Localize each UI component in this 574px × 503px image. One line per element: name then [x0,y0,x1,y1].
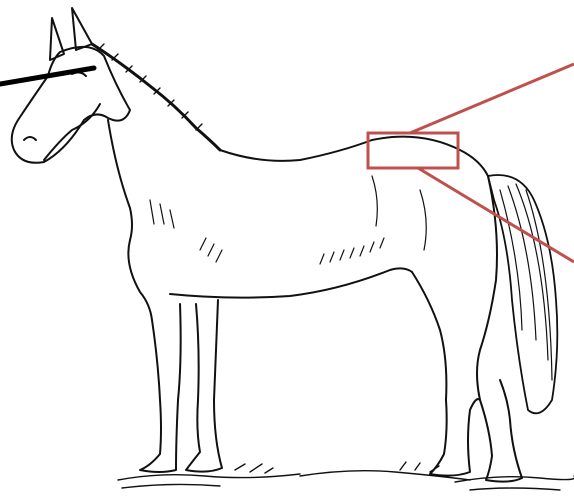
flank-hatching [320,238,384,264]
ear-right [72,8,92,50]
hip-contour [372,176,426,250]
jaw-line [44,104,100,160]
back-line [220,137,488,176]
neck-front [108,120,132,240]
head-pointer-line [0,68,94,84]
ear-left [50,18,64,60]
foreleg-near [140,304,181,472]
ground-shading [118,462,574,490]
chest [128,240,152,320]
belly [170,268,412,297]
nostril [24,137,36,140]
hindleg-near [430,399,480,475]
stifle [412,272,446,400]
back-callout [368,64,574,262]
foreleg-far [186,300,222,472]
horse-drawing [12,8,558,482]
callout-leader-upper [410,64,574,133]
shoulder-hatching [150,200,222,262]
hindleg-far [480,380,522,482]
